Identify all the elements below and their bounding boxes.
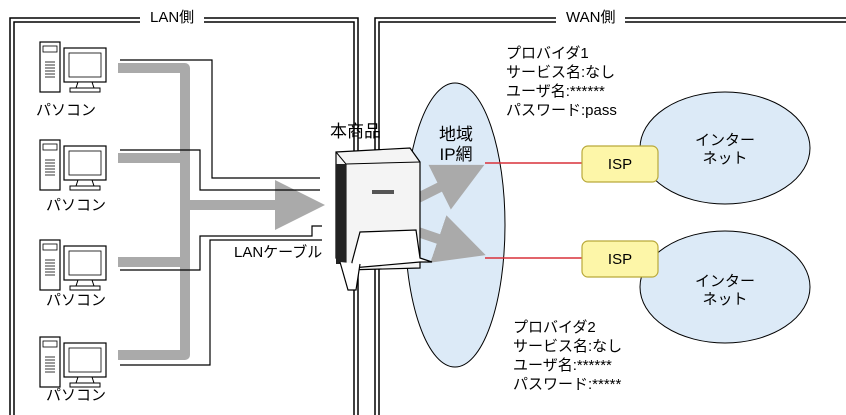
provider-2-password: パスワード:***** xyxy=(513,376,622,393)
provider-1-name: プロバイダ1 xyxy=(506,45,589,62)
regional-ip-line1: 地域 xyxy=(439,125,473,144)
lan-section-title: LAN側 xyxy=(140,10,205,25)
internet-2-line2: ネット xyxy=(702,291,748,308)
desktop-pc-icon xyxy=(39,41,107,93)
desktop-pc-icon xyxy=(39,139,107,191)
isp-label-1: ISP xyxy=(607,156,633,173)
regional-ip-line2: IP網 xyxy=(439,145,473,164)
pc-label-4: パソコン xyxy=(46,387,107,404)
cable-label: LANケーブル xyxy=(234,244,323,261)
internet-ellipse-2 xyxy=(639,230,811,344)
provider-1-service: サービス名:なし xyxy=(506,64,616,81)
wan-section-frame xyxy=(374,17,846,415)
provider-1-info: プロバイダ1 サービス名:なし ユーザ名:****** パスワード:pass xyxy=(506,44,617,120)
lan-cables xyxy=(120,59,322,366)
router-to-network-arrows xyxy=(415,164,486,263)
desktop-pc-icon xyxy=(39,336,107,388)
isp-box-1 xyxy=(581,145,659,183)
provider-2-user: ユーザ名:****** xyxy=(513,357,612,374)
router-icon xyxy=(335,147,433,291)
provider-2-name: プロバイダ2 xyxy=(513,319,596,336)
provider-1-user: ユーザ名:****** xyxy=(506,83,605,100)
wan-section-title: WAN側 xyxy=(556,10,626,25)
internet-1-line2: ネット xyxy=(702,150,748,167)
pc-label-2: パソコン xyxy=(46,197,107,214)
pc-label-1: パソコン xyxy=(36,102,97,119)
provider-2-service: サービス名:なし xyxy=(513,338,623,355)
internet-label-1: インター ネット xyxy=(685,132,765,168)
lan-bus xyxy=(118,63,325,360)
desktop-pc-icon xyxy=(39,239,107,291)
isp-label-2: ISP xyxy=(607,251,633,268)
provider-1-password: パスワード:pass xyxy=(506,102,617,119)
internet-label-2: インター ネット xyxy=(685,273,765,309)
regional-ip-label: 地域 IP網 xyxy=(428,125,484,165)
isp-box-2 xyxy=(581,240,659,278)
provider-2-info: プロバイダ2 サービス名:なし ユーザ名:****** パスワード:***** xyxy=(513,318,622,394)
pc-label-3: パソコン xyxy=(46,292,107,309)
internet-1-line1: インター xyxy=(694,132,755,149)
router-label: 本商品 xyxy=(330,122,381,141)
wan-lines xyxy=(485,162,582,259)
internet-2-line1: インター xyxy=(694,273,755,290)
